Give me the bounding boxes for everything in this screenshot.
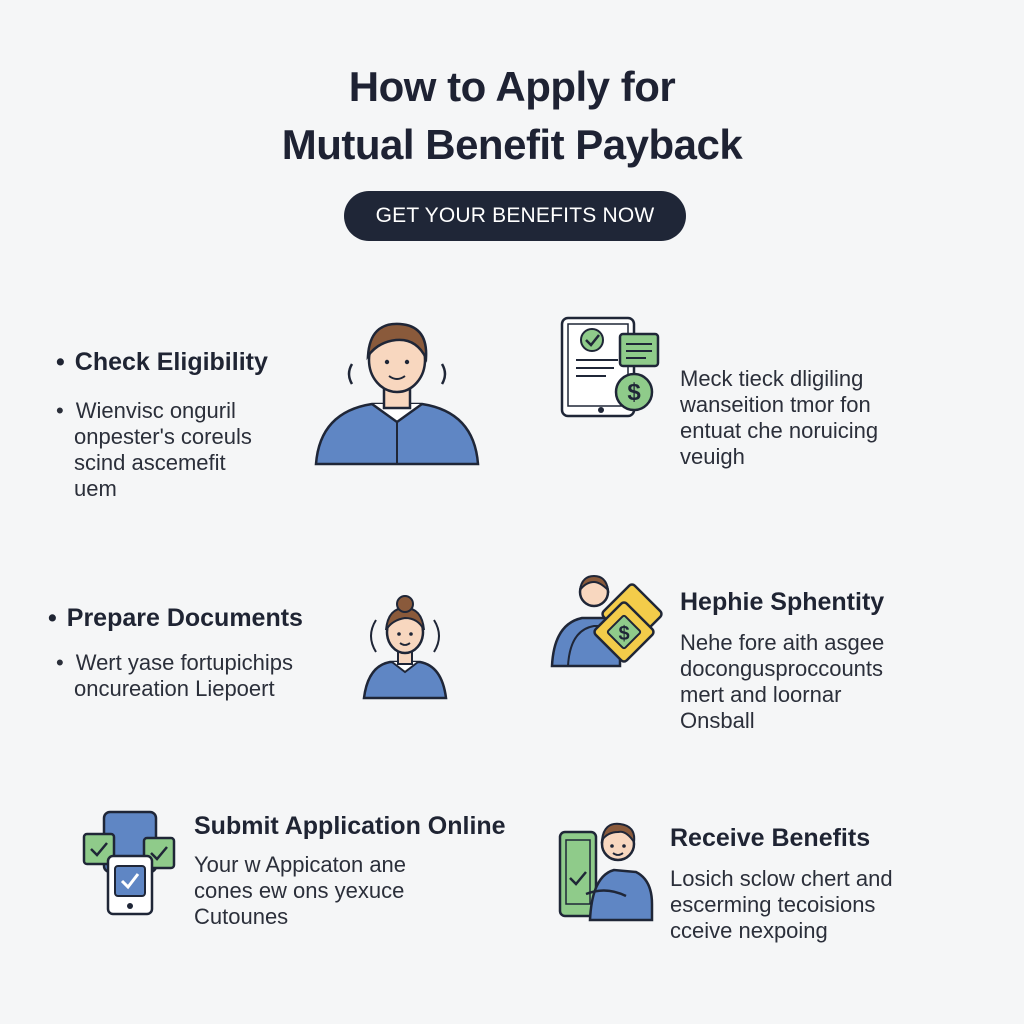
document-dollar-icon: $	[556, 314, 666, 424]
desc-line: Wert yase fortupichips	[56, 650, 293, 676]
step-heading-hephie-sphentity: Hephie Sphentity	[680, 588, 885, 616]
desc-line: mert and loornar	[680, 682, 842, 707]
get-benefits-button[interactable]: GET YOUR BENEFITS NOW	[344, 191, 686, 241]
desc-line: Meck tieck dligiling	[680, 366, 864, 391]
desc-line: Nehe fore aith asgee	[680, 630, 885, 655]
person-icon	[312, 312, 482, 467]
desc-line: Losich sclow chert and	[670, 866, 893, 891]
step-heading-check-eligibility: Check Eligibility	[56, 348, 268, 377]
page-title-line2: Mutual Benefit Payback	[281, 121, 743, 168]
desc-line: oncureation Liepoert	[74, 676, 275, 701]
step-heading-submit-application: Submit Application Online	[194, 812, 506, 840]
desc-line: uem	[74, 476, 117, 501]
desc-line: Cutounes	[194, 904, 289, 929]
step-desc-check-eligibility: Wienvisc onguril onpester's coreuls scin…	[56, 398, 252, 502]
desc-line: docongusproccounts	[680, 656, 884, 681]
step-heading-prepare-documents: Prepare Documents	[48, 604, 303, 633]
step-desc-receive-benefits: Losich sclow chert and escerming tecoisi…	[670, 866, 893, 944]
svg-text:$: $	[618, 623, 629, 645]
desc-line: onpester's coreuls	[74, 424, 252, 449]
page-title-line1: How to Apply for	[348, 63, 676, 110]
desc-line: Your w Appicaton ane	[194, 852, 407, 877]
step-heading-receive-benefits: Receive Benefits	[670, 824, 871, 852]
svg-text:$: $	[627, 379, 641, 406]
desc-line: veuigh	[680, 444, 745, 469]
desc-line: scind ascemefit	[74, 450, 226, 475]
person-phone-icon	[556, 814, 656, 924]
step-desc-submit-application: Your w Appicaton ane cones ew ons yexuce…	[194, 852, 406, 930]
desc-line: Wienvisc onguril	[56, 398, 252, 424]
woman-icon	[360, 590, 450, 700]
step-desc-prepare-documents: Wert yase fortupichips oncureation Liepo…	[56, 650, 293, 702]
desc-line: Onsball	[680, 708, 755, 733]
person-money-icon: $	[548, 572, 668, 672]
desc-line: cceive nexpoing	[670, 918, 828, 943]
page-title: How to Apply for Mutual Benefit Payback	[0, 58, 1024, 174]
step-desc-hephie-sphentity: Nehe fore aith asgee docongusproccounts …	[680, 630, 884, 734]
step-desc-document-check: Meck tieck dligiling wanseition tmor fon…	[680, 366, 878, 470]
desc-line: entuat che noruicing	[680, 418, 879, 443]
desc-line: escerming tecoisions	[670, 892, 876, 917]
desc-line: cones ew ons yexuce	[194, 878, 405, 903]
desc-line: wanseition tmor fon	[680, 392, 871, 417]
tablet-check-icon	[82, 808, 178, 918]
